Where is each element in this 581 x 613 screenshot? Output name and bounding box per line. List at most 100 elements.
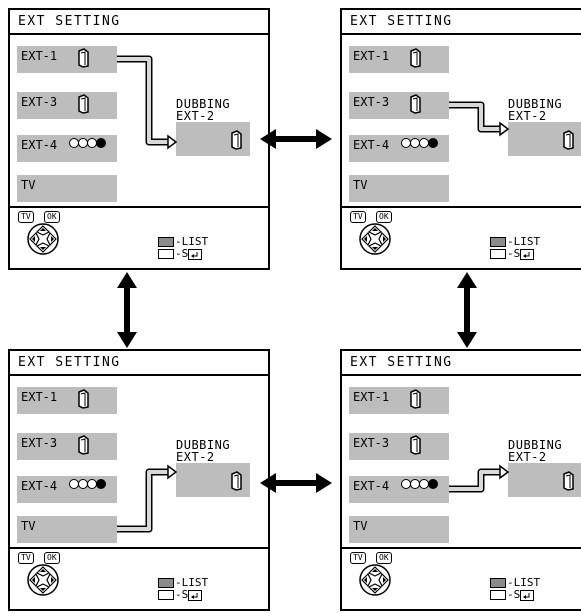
tv-row[interactable]: TV	[349, 175, 449, 202]
direction-pad-icon[interactable]	[358, 222, 392, 256]
tv-key[interactable]: TV	[350, 552, 366, 564]
cassette-icon	[410, 48, 421, 68]
ok-key[interactable]: OK	[376, 552, 392, 564]
panel-tv-source: EXT SETTING EXT-1 EXT-3 EXT-4 TV	[8, 349, 270, 611]
legend-list: -LIST	[490, 236, 540, 248]
ext-3-row[interactable]: EXT-3	[349, 92, 449, 119]
tv-row[interactable]: TV	[17, 516, 117, 543]
input-return-icon	[188, 589, 203, 601]
tv-key[interactable]: TV	[350, 211, 366, 223]
tv-row[interactable]: TV	[17, 175, 117, 202]
ext-3-label: EXT-3	[353, 436, 390, 450]
ext-1-row[interactable]: EXT-1	[17, 46, 117, 73]
panel-footer: TV OK -LIST -S	[10, 206, 268, 268]
ext-3-label: EXT-3	[21, 95, 58, 109]
ok-key[interactable]: OK	[44, 211, 60, 223]
input-dots-icon	[401, 138, 438, 158]
ok-key[interactable]: OK	[376, 211, 392, 223]
panel-ext-4-source: EXT SETTING EXT-1 EXT-3 EXT-4 TV	[340, 349, 581, 611]
panel-title: EXT SETTING	[342, 351, 581, 376]
ext-1-label: EXT-1	[353, 390, 390, 404]
cassette-icon	[410, 94, 421, 114]
panel-ext-3-source: EXT SETTING EXT-1 EXT-3 EXT-4 TV	[340, 8, 581, 270]
legend-list: -LIST	[158, 577, 208, 589]
ext-1-label: EXT-1	[21, 390, 58, 404]
ext-3-label: EXT-3	[21, 436, 58, 450]
double-headed-arrow	[117, 272, 137, 348]
cassette-icon	[563, 130, 574, 150]
dubbing-target-box	[508, 122, 581, 156]
source-key-swatch	[158, 590, 174, 600]
legend-source: -S	[490, 248, 535, 260]
dubbing-target-box	[176, 122, 250, 156]
dubbing-target-box	[508, 463, 581, 497]
tv-key[interactable]: TV	[18, 552, 34, 564]
input-return-icon	[520, 248, 535, 260]
ext-1-row[interactable]: EXT-1	[349, 46, 449, 73]
panel-title: EXT SETTING	[10, 351, 268, 376]
list-key-swatch	[490, 578, 506, 588]
legend-list: -LIST	[158, 236, 208, 248]
input-dots-icon	[401, 479, 438, 499]
ext-4-label: EXT-4	[353, 479, 390, 493]
direction-pad-icon[interactable]	[358, 563, 392, 597]
flow-arrowhead	[499, 464, 510, 480]
double-headed-arrow	[260, 129, 332, 149]
tv-label: TV	[21, 178, 36, 192]
dubbing-target-box	[176, 463, 250, 497]
cassette-icon	[410, 435, 421, 455]
panel-footer: TV OK -LIST -S	[10, 547, 268, 609]
input-return-icon	[520, 589, 535, 601]
source-key-swatch	[490, 249, 506, 259]
ext-4-row[interactable]: EXT-4	[349, 135, 449, 162]
ext-1-label: EXT-1	[21, 49, 58, 63]
cassette-icon	[78, 94, 89, 114]
legend-source: -S	[158, 248, 203, 260]
cassette-icon	[563, 471, 574, 491]
ext-1-row[interactable]: EXT-1	[349, 387, 449, 414]
ext-3-row[interactable]: EXT-3	[349, 433, 449, 460]
source-key-swatch	[158, 249, 174, 259]
list-key-swatch	[158, 578, 174, 588]
tv-label: TV	[353, 178, 368, 192]
ext-4-row[interactable]: EXT-4	[349, 476, 449, 503]
ext-1-label: EXT-1	[353, 49, 390, 63]
cassette-icon	[78, 435, 89, 455]
tv-label: TV	[21, 519, 36, 533]
direction-pad-icon[interactable]	[26, 222, 60, 256]
panel-footer: TV OK -LIST -S	[342, 206, 581, 268]
legend-list: -LIST	[490, 577, 540, 589]
list-key-swatch	[490, 237, 506, 247]
source-key-swatch	[490, 590, 506, 600]
cassette-icon	[78, 48, 89, 68]
list-key-swatch	[158, 237, 174, 247]
tv-row[interactable]: TV	[349, 516, 449, 543]
ext-4-label: EXT-4	[21, 479, 58, 493]
input-dots-icon	[69, 479, 106, 499]
ext-1-row[interactable]: EXT-1	[17, 387, 117, 414]
ext-4-label: EXT-4	[21, 138, 58, 152]
ext-3-label: EXT-3	[353, 95, 390, 109]
direction-pad-icon[interactable]	[26, 563, 60, 597]
input-dots-icon	[69, 138, 106, 158]
double-headed-arrow	[457, 272, 477, 348]
input-return-icon	[188, 248, 203, 260]
flow-arrowhead	[499, 121, 510, 137]
panel-ext-1-source: EXT SETTING EXT-1 EXT-3 EXT-4 TV	[8, 8, 270, 270]
panel-title: EXT SETTING	[342, 10, 581, 35]
flow-arrowhead	[167, 464, 178, 480]
flow-arrowhead	[167, 134, 178, 150]
ext-3-row[interactable]: EXT-3	[17, 433, 117, 460]
cassette-icon	[231, 471, 242, 491]
tv-key[interactable]: TV	[18, 211, 34, 223]
double-headed-arrow	[260, 473, 332, 493]
ext-3-row[interactable]: EXT-3	[17, 92, 117, 119]
ok-key[interactable]: OK	[44, 552, 60, 564]
legend-source: -S	[490, 589, 535, 601]
ext-4-row[interactable]: EXT-4	[17, 476, 117, 503]
cassette-icon	[78, 389, 89, 409]
ext-4-row[interactable]: EXT-4	[17, 135, 117, 162]
